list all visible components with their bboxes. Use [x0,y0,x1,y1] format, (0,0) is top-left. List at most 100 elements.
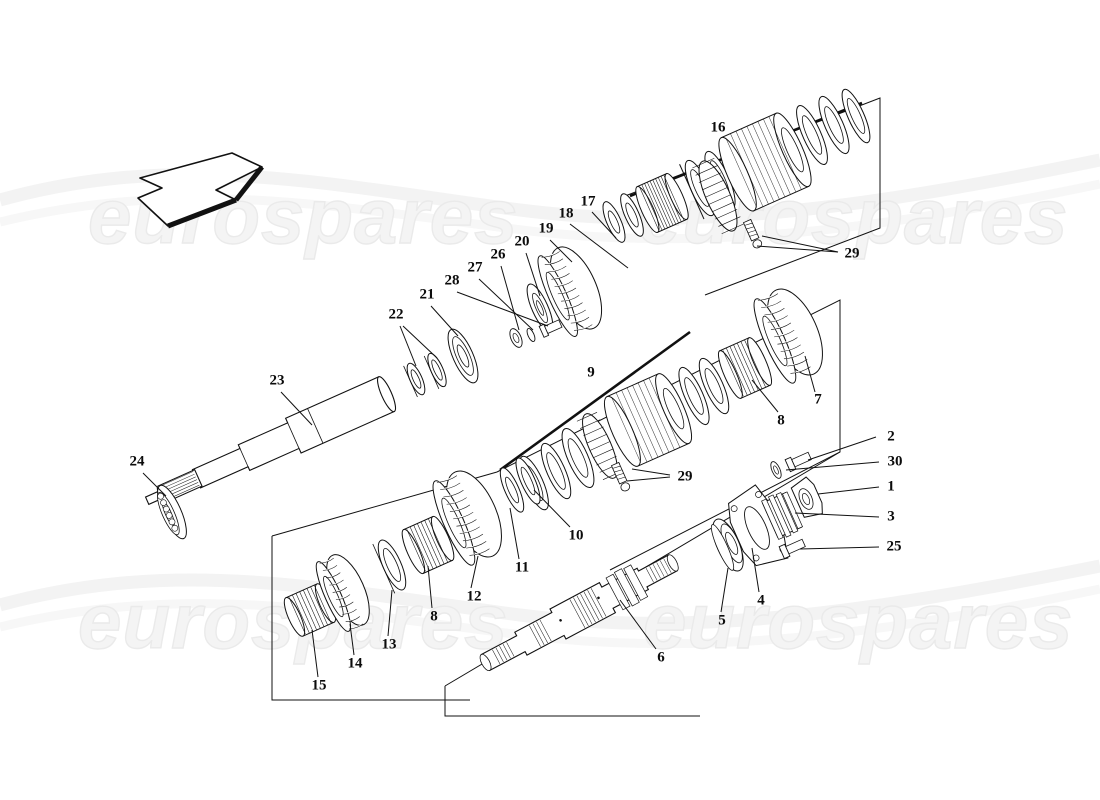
leader-19 [549,239,573,263]
lower-synchronizer-assembly [499,288,823,511]
callout-9: 9 [587,364,595,381]
toothed-ring-l [576,412,624,480]
leader-11 [509,507,520,560]
callout-28: 28 [444,272,460,289]
helical-gear-7 [753,288,823,384]
leader-15 [311,629,319,678]
callout-14: 14 [347,655,363,672]
callout-5: 5 [718,612,726,629]
end-ring-1 [796,105,828,165]
synchro-ring-13 [372,539,407,594]
sync-ring-l2 [540,442,572,500]
leader-17 [591,211,617,239]
callout-27: 27 [467,259,483,276]
splined-pinion-3 [761,491,803,540]
snap-ring-22-a [423,352,447,390]
snap-ring-22-b [403,362,426,398]
splined-bush-8-left [401,515,455,575]
leader-1 [817,486,880,495]
leader-13 [387,589,393,637]
callout-11: 11 [514,559,530,576]
sync-ring-r2 [698,357,730,415]
leader-2 [807,436,877,461]
leader-10 [533,489,571,528]
callout-29-mid: 29 [677,468,693,485]
washer-30 [770,461,782,479]
callout-8-right: 8 [777,412,785,429]
callout-24: 24 [129,453,145,470]
leader-29-top-a [761,235,839,253]
upper-synchronizer-assembly [602,88,871,249]
main-shaft [144,376,397,506]
callout-3: 3 [887,508,895,525]
callout-4: 4 [757,592,765,609]
watermark-text: eurospares [643,577,1074,665]
gear-ring-toothed [692,157,744,235]
callout-18: 18 [558,205,574,222]
helical-gear-12 [432,470,502,566]
leader-21 [430,305,459,337]
leader-3 [794,512,880,518]
sync-ring-r1 [678,366,710,426]
leader-20 [525,252,541,297]
ball-bearing-24 [157,484,187,540]
lower-right-frame-part [444,686,700,717]
callout-20: 20 [514,233,530,250]
sync-ring-b [620,193,644,237]
callout-26: 26 [490,246,506,263]
nut-26 [509,328,523,348]
callout-12: 12 [466,588,482,605]
needle-bush-15 [283,583,337,637]
end-ring-2 [818,95,850,155]
leader-26 [500,265,520,331]
leader-12 [470,555,479,589]
callout-30: 30 [887,453,903,470]
lower-left-frame-part [271,536,470,701]
leader-29-mid-b [626,476,671,482]
callout-23: 23 [269,372,285,389]
callout-22: 22 [388,306,404,323]
end-ring-3 [841,88,871,144]
thrust-washer-11 [499,467,525,513]
callout-15: 15 [311,677,327,694]
leader-29-top-b [756,245,839,253]
watermark-text-group: eurospares eurospares eurospares eurospa… [77,171,1074,665]
callout-19: 19 [538,220,554,237]
leader-lines [142,211,880,678]
leader-14 [349,623,355,656]
leader-4 [751,547,760,593]
leader-8-right [751,379,779,413]
gear-14 [315,554,370,632]
callout-16: 16 [710,119,726,136]
callout-29-top: 29 [844,245,860,262]
orientation-arrow [137,152,264,229]
callout-8-left: 8 [430,608,438,625]
callout-2: 2 [887,428,895,445]
bolt-28 [538,319,563,338]
leader-7 [804,355,816,393]
splined-bush-8-right [717,337,773,399]
callout-6: 6 [657,649,665,666]
sync-ring-a [602,201,626,243]
roller-bearing-21 [447,328,479,384]
leader-5 [720,567,729,613]
leader-25 [799,546,880,550]
mainshaft-gear-stack-upper [403,246,603,398]
leader-29-mid-a [631,468,671,476]
synchro-hub-sleeve-lower [603,373,693,467]
leader-27 [478,278,534,331]
thrust-washer-20 [526,283,554,333]
leader-24 [142,472,167,497]
bolt-25 [778,538,806,560]
leader-22a [399,325,417,367]
detent-spring-ball-lower [610,461,631,492]
callout-10: 10 [568,527,584,544]
callout-21: 21 [419,286,435,303]
synchro-hub-sleeve [718,112,812,212]
leader-6 [619,599,657,650]
watermark-text: eurospares [88,172,519,260]
layshaft-gear-stack [283,457,541,637]
callout-7: 7 [814,391,822,408]
lay-shaft-6 [479,554,679,672]
